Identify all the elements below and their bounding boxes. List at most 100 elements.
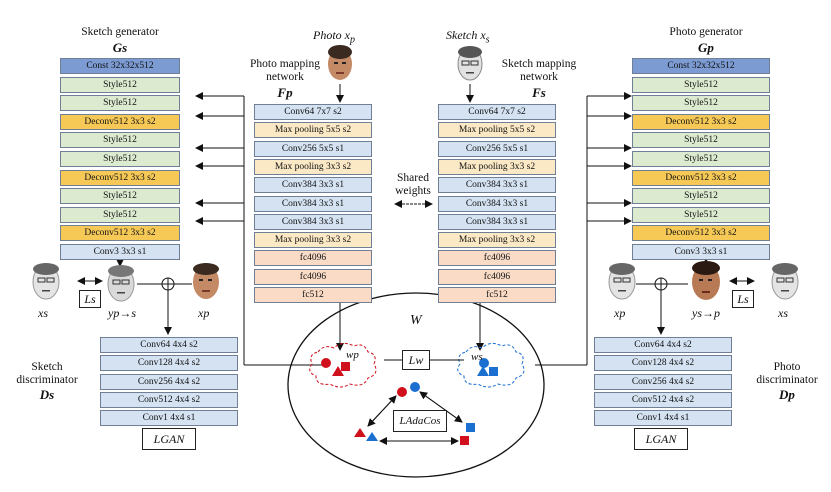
blue-circle-mark xyxy=(479,358,489,368)
sketch-mapping-block: fc4096 xyxy=(438,250,556,267)
sketch-discriminator-block: Conv512 4x4 s2 xyxy=(100,391,238,408)
photo-discriminator-block: Conv1 4x4 s1 xyxy=(594,410,732,427)
photo-latent-cloud xyxy=(309,342,377,388)
sketch-generator-block: Style512 xyxy=(60,132,180,149)
photo-discriminator-block: Conv256 4x4 s2 xyxy=(594,373,732,390)
photo-discriminator-block: Conv512 4x4 s2 xyxy=(594,391,732,408)
sketch-mapping-symbol: Fs xyxy=(532,85,546,100)
photo-face-top xyxy=(328,45,352,80)
photo-generator-block: Const 32x32x512 xyxy=(632,58,770,74)
sketch-mapping-block: fc4096 xyxy=(438,268,556,285)
sketch-discriminator-block: Conv256 4x4 s2 xyxy=(100,373,238,390)
red-square-mark xyxy=(341,362,350,371)
blue-triangle-mark xyxy=(477,366,489,376)
photo-mapping-block: Max pooling 3x3 s2 xyxy=(254,158,372,175)
left-xp-face xyxy=(193,263,219,299)
sketch-style-injection-lines xyxy=(195,92,330,366)
left-ls-box: Ls xyxy=(79,290,101,308)
sketch-mapping-block: Conv256 5x5 s1 xyxy=(438,140,556,157)
right-xs-face xyxy=(771,263,799,300)
latent-space-ellipse xyxy=(287,292,545,478)
sketch-generator-block: Style512 xyxy=(60,95,180,112)
photo-mapping-block: fc4096 xyxy=(254,250,372,267)
sketch-discriminator-block: Conv128 4x4 s2 xyxy=(100,355,238,372)
photo-generator-block: Style512 xyxy=(632,132,770,149)
sketch-latent-cloud xyxy=(457,342,525,388)
photo-style-injection-lines xyxy=(535,92,632,366)
photo-generator-block: Deconv512 3x3 s2 xyxy=(632,225,770,242)
left-xs-face xyxy=(32,263,60,300)
sketch-gan-loss: LGAN xyxy=(142,428,196,450)
photo-mapping-block: Max pooling 3x3 s2 xyxy=(254,232,372,249)
ws-label: ws xyxy=(471,351,483,363)
photo-generator-block: Style512 xyxy=(632,95,770,112)
sketch-input-label: Sketch xs xyxy=(446,28,490,46)
sketch-mapping-block: Conv384 3x3 s1 xyxy=(438,195,556,212)
sketch-mapping-block: Conv384 3x3 s1 xyxy=(438,213,556,230)
right-xp-label: xp xyxy=(614,306,626,320)
photo-gan-loss: LGAN xyxy=(634,428,688,450)
photo-generator-block: Style512 xyxy=(632,76,770,93)
photo-mapping-block: Conv384 3x3 s1 xyxy=(254,195,372,212)
sketch-generator-block: Style512 xyxy=(60,76,180,93)
right-y-label: ys→p xyxy=(692,306,720,320)
sketch-mapping-block: Conv384 3x3 s1 xyxy=(438,177,556,194)
left-y-face xyxy=(107,265,135,302)
photo-generator-block: Style512 xyxy=(632,206,770,223)
sketch-generator-block: Style512 xyxy=(60,188,180,205)
right-xs-label: xs xyxy=(778,306,788,320)
photo-mapping-symbol: Fp xyxy=(277,85,293,100)
sketch-generator-symbol: Gs xyxy=(112,40,128,55)
sketch-generator-block: Deconv512 3x3 s2 xyxy=(60,113,180,130)
right-y-face xyxy=(692,261,720,300)
photo-mapping-block: Conv256 5x5 s1 xyxy=(254,140,372,157)
photo-generator-title: Photo generator xyxy=(669,26,743,38)
photo-generator-block: Style512 xyxy=(632,151,770,167)
photo-mapping-block: fc512 xyxy=(254,287,372,303)
photo-generator-block: Deconv512 3x3 s2 xyxy=(632,169,770,186)
photo-generator-block: Deconv512 3x3 s2 xyxy=(632,113,770,130)
photo-mapping-block: Max pooling 5x5 s2 xyxy=(254,122,372,139)
photo-mapping-block: fc4096 xyxy=(254,268,372,285)
photo-discriminator-block: Conv64 4x4 s2 xyxy=(594,337,732,353)
right-xp-face xyxy=(608,263,636,300)
adacos-box: LAdaCos xyxy=(393,410,447,432)
sketch-discriminator-symbol: Ds xyxy=(39,387,55,402)
sketch-generator-block: Conv3 3x3 s1 xyxy=(60,244,180,260)
sketch-generator-block: Const 32x32x512 xyxy=(60,58,180,74)
sketch-generator-block: Style512 xyxy=(60,151,180,167)
left-xp-label: xp xyxy=(198,306,210,320)
sketch-generator-title: Sketch generator xyxy=(81,26,159,38)
sketch-face-top xyxy=(457,46,483,81)
sketch-discriminator-block: Conv1 4x4 s1 xyxy=(100,410,238,427)
photo-mapping-block: Conv64 7x7 s2 xyxy=(254,104,372,120)
red-circle-mark xyxy=(321,358,331,368)
photo-discriminator-block: Conv128 4x4 s2 xyxy=(594,355,732,372)
sketch-generator-block: Style512 xyxy=(60,206,180,223)
blue-square-mark xyxy=(489,367,498,376)
photo-mapping-block: Conv384 3x3 s1 xyxy=(254,177,372,194)
sketch-mapping-block: Max pooling 3x3 s2 xyxy=(438,232,556,249)
sketch-mapping-block: Max pooling 5x5 s2 xyxy=(438,122,556,139)
sketch-generator-block: Deconv512 3x3 s2 xyxy=(60,225,180,242)
photo-mapping-block: Conv384 3x3 s1 xyxy=(254,213,372,230)
photo-generator-block: Conv3 3x3 s1 xyxy=(632,244,770,260)
photo-generator-symbol: Gp xyxy=(698,40,714,55)
latent-space-label: W xyxy=(410,313,422,328)
left-y-label: yp→s xyxy=(108,306,136,320)
lw-box: Lw xyxy=(402,350,430,370)
sketch-discriminator-block: Conv64 4x4 s2 xyxy=(100,337,238,353)
sketch-generator-block: Deconv512 3x3 s2 xyxy=(60,169,180,186)
red-triangle-mark xyxy=(332,366,344,376)
photo-discriminator-symbol: Dp xyxy=(779,387,795,402)
right-ls-box: Ls xyxy=(732,290,754,308)
left-xs-label: xs xyxy=(38,306,48,320)
photo-generator-block: Style512 xyxy=(632,188,770,205)
wp-label: wp xyxy=(346,349,359,361)
